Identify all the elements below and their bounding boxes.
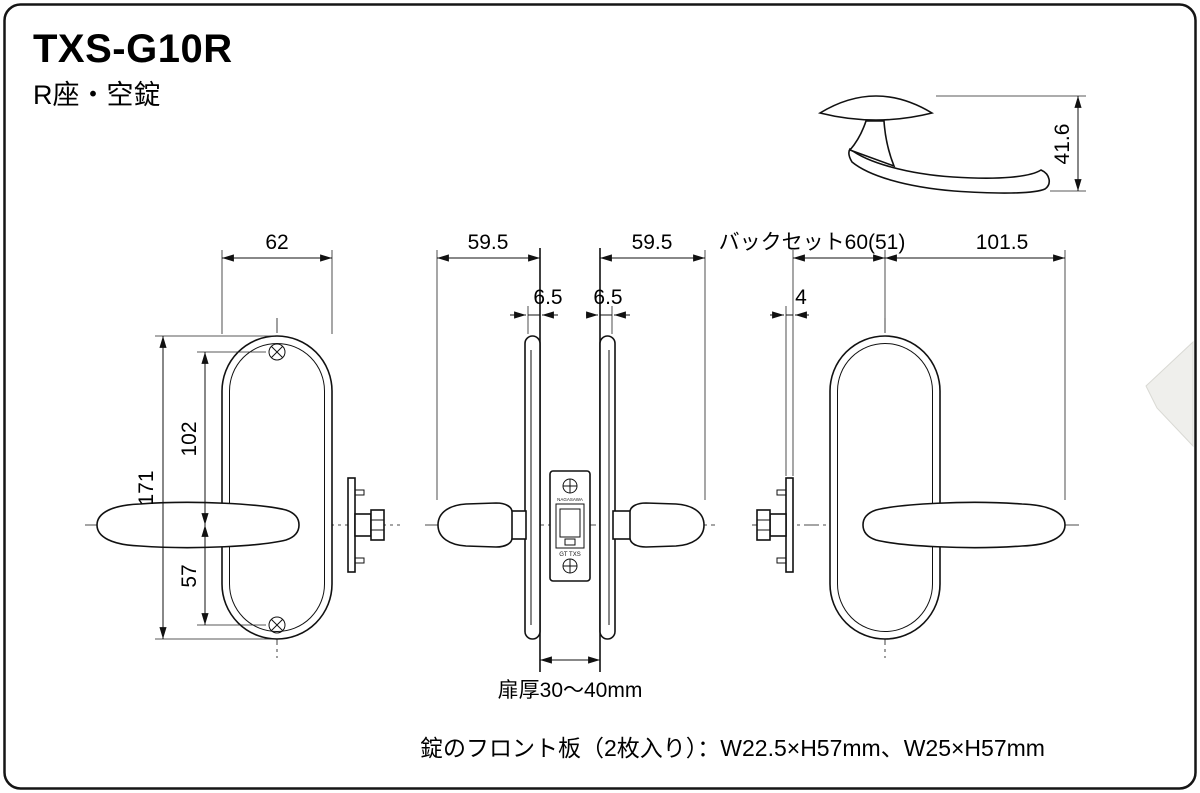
lever-grip-side bbox=[848, 147, 1050, 194]
dim-label-57: 57 bbox=[178, 564, 201, 587]
rose-plate-back-inner bbox=[837, 343, 933, 632]
dim-59-5-left: 59.5 bbox=[437, 231, 540, 262]
rose-plate-back-outer bbox=[829, 335, 941, 640]
section-view: NAGASAWA GT TXS 59.5 59.5 6.5 6.5 bbox=[425, 231, 715, 702]
latch-stamp-brand: NAGASAWA bbox=[557, 497, 583, 502]
page-curl-artifact bbox=[1145, 340, 1194, 448]
dim-label-backset: バックセット60(51) bbox=[719, 231, 906, 254]
lever-handle-back bbox=[862, 501, 1066, 549]
dim-label-102: 102 bbox=[178, 421, 201, 456]
latch-front-plate: NAGASAWA GT TXS bbox=[549, 470, 591, 582]
page-subtitle: R座・空錠 bbox=[33, 80, 161, 110]
dim-102: 102 bbox=[178, 352, 209, 525]
dim-label-6-5-right: 6.5 bbox=[593, 286, 622, 309]
page-title: TXS-G10R bbox=[33, 27, 233, 71]
latch-bolt-housing bbox=[555, 503, 585, 549]
lever-profile-right bbox=[612, 502, 705, 548]
page-border bbox=[3, 3, 1197, 790]
dim-label-62: 62 bbox=[265, 231, 288, 254]
latch-bolt bbox=[559, 508, 581, 538]
latch-screw-icon-top bbox=[562, 478, 578, 494]
front-view: 62 171 102 57 bbox=[85, 231, 400, 658]
lever-profile-left bbox=[437, 502, 527, 548]
rose-profile-right bbox=[599, 335, 616, 640]
screw-icon-bottom bbox=[268, 616, 286, 634]
rose-profile-left bbox=[524, 335, 541, 640]
rose-plate-front-outer bbox=[221, 335, 333, 640]
dim-101-5: 101.5 bbox=[885, 231, 1065, 262]
dim-4: 4 bbox=[770, 286, 809, 319]
dim-label-171: 171 bbox=[135, 470, 158, 505]
dim-label-41-6: 41.6 bbox=[1051, 124, 1074, 165]
dim-57: 57 bbox=[178, 525, 209, 625]
dim-171: 171 bbox=[135, 336, 167, 639]
side-extension-lines bbox=[936, 95, 1086, 192]
spindle-assembly-front bbox=[347, 477, 385, 573]
latch-stamp-model: GT TXS bbox=[559, 552, 580, 558]
front-plate-note: 錠のフロント板（2枚入り）：W22.5×H57mm、W25×H57mm bbox=[420, 735, 1045, 761]
latch-bolt-notch bbox=[564, 538, 576, 546]
back-extension-lines bbox=[785, 250, 1066, 500]
dim-62: 62 bbox=[222, 231, 332, 262]
rose-rim-side bbox=[817, 95, 935, 121]
spindle-assembly-back bbox=[756, 477, 794, 573]
back-view: バックセット60(51) 101.5 4 bbox=[719, 231, 1082, 658]
lever-neck-side bbox=[848, 120, 896, 168]
dim-41-6: 41.6 bbox=[1051, 96, 1082, 191]
dim-59-5-right: 59.5 bbox=[600, 231, 705, 262]
dim-label-59-5-right: 59.5 bbox=[632, 231, 673, 254]
screw-icon-top bbox=[268, 343, 286, 361]
dim-6-5-left: 6.5 bbox=[510, 286, 563, 319]
lever-handle-front bbox=[96, 501, 300, 549]
side-view: 41.6 bbox=[817, 95, 1086, 194]
dim-door-thickness: 扉厚30〜40mm bbox=[498, 656, 643, 702]
dim-6-5-right: 6.5 bbox=[586, 286, 630, 319]
dim-label-6-5-left: 6.5 bbox=[533, 286, 562, 309]
dim-backset: バックセット60(51) bbox=[719, 231, 906, 262]
door-thickness-label: 扉厚30〜40mm bbox=[498, 679, 643, 702]
dim-label-101-5: 101.5 bbox=[976, 231, 1029, 254]
dim-label-59-5-left: 59.5 bbox=[468, 231, 509, 254]
dim-label-4: 4 bbox=[795, 286, 807, 309]
latch-screw-icon-bottom bbox=[562, 558, 578, 574]
section-extension-lines bbox=[436, 250, 706, 500]
